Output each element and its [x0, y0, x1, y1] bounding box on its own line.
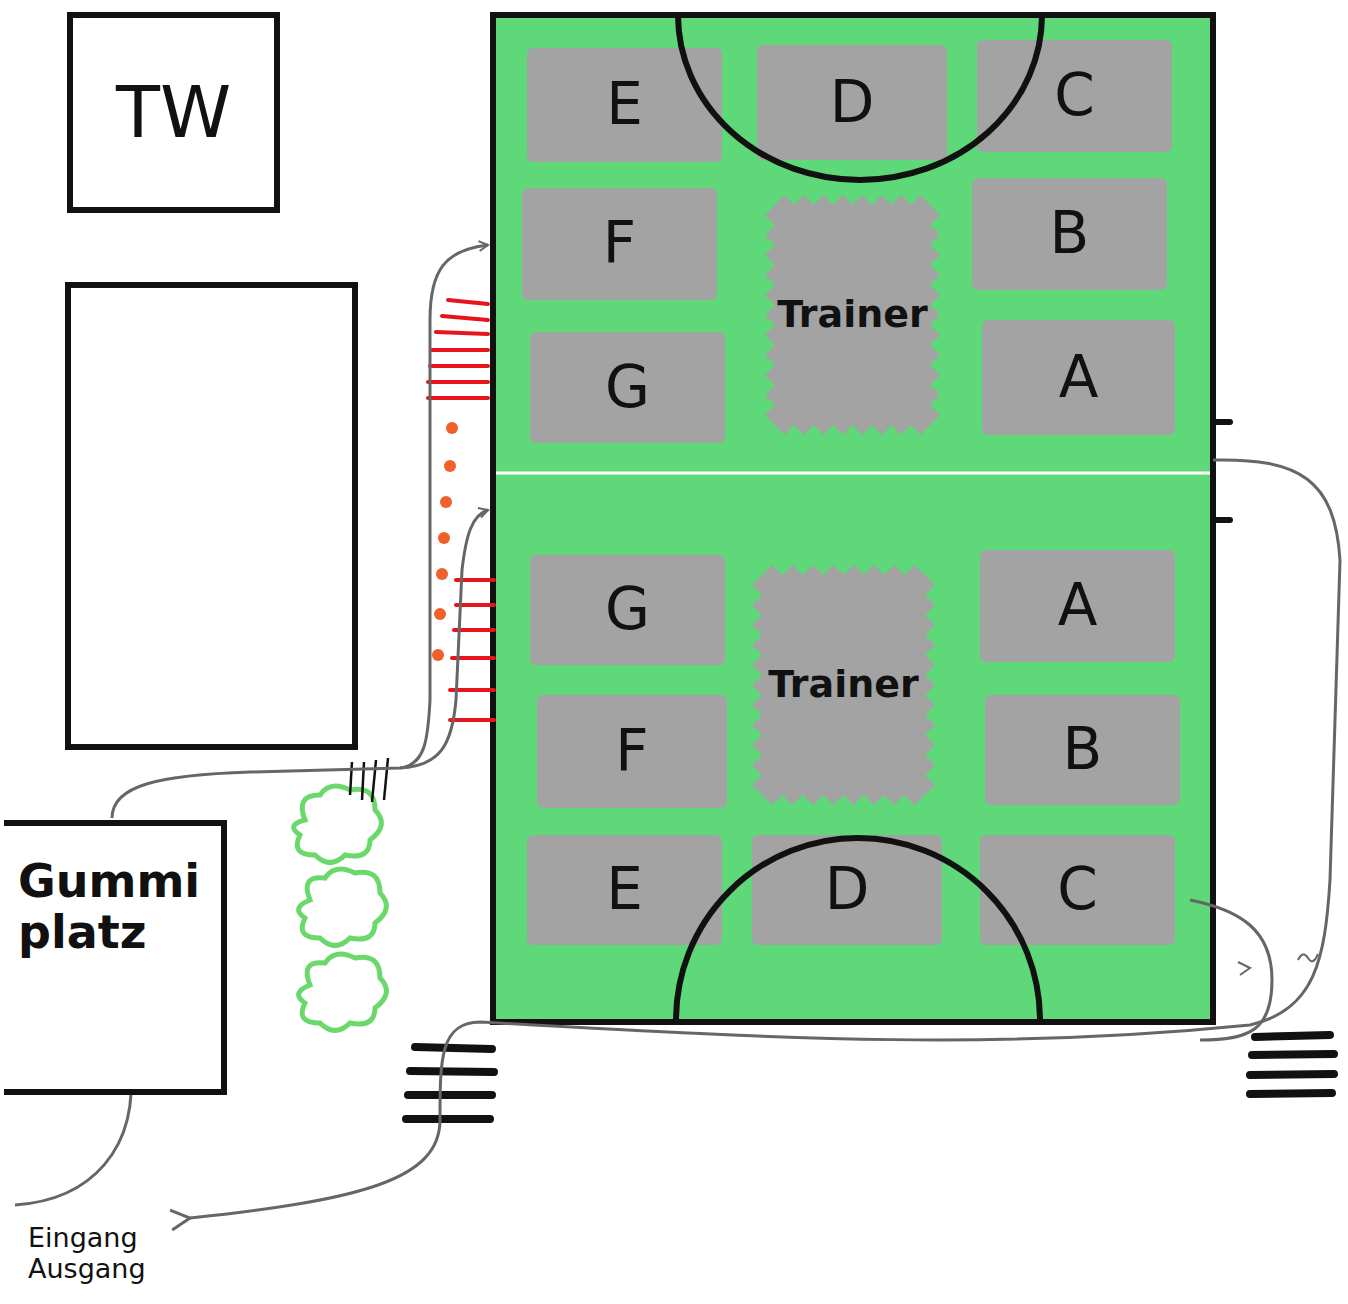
zone-box: B	[985, 695, 1180, 805]
goalkeeper-box: TW	[67, 12, 280, 213]
zone-letter: E	[606, 73, 643, 137]
building	[68, 285, 355, 747]
zone-letter: B	[1050, 202, 1090, 266]
entrance-note: Eingang Ausgang	[28, 1222, 178, 1284]
zone-box: D	[752, 835, 942, 945]
zone-box: F	[522, 188, 717, 300]
box-label: TW	[116, 73, 231, 152]
zone-letter: F	[615, 720, 648, 784]
halfway-line	[496, 472, 1210, 475]
trainer-label: Trainer	[768, 664, 919, 706]
zone-box: C	[977, 40, 1172, 152]
rubber-pitch-box: Gummi platz	[4, 820, 227, 1095]
box-label: Gummi platz	[18, 856, 203, 957]
zone-letter: G	[605, 578, 650, 642]
zone-box: A	[982, 320, 1175, 435]
trainer-area: Trainer	[752, 565, 935, 805]
zone-letter: F	[603, 212, 636, 276]
zone-letter: D	[825, 858, 870, 922]
small-marks	[1238, 954, 1318, 975]
zone-box: E	[527, 835, 722, 945]
zone-letter: C	[1054, 64, 1095, 128]
zone-letter: B	[1063, 718, 1103, 782]
zone-letter: G	[605, 356, 650, 420]
zone-box: E	[527, 48, 722, 162]
zone-letter: C	[1057, 858, 1098, 922]
gate-ticks	[1215, 422, 1230, 520]
stairs	[406, 1035, 1334, 1119]
zone-box: F	[537, 695, 727, 808]
gate-marks	[350, 758, 388, 802]
zone-box: D	[757, 45, 947, 160]
zone-letter: D	[830, 71, 875, 135]
zone-box: A	[980, 550, 1175, 662]
trainer-label: Trainer	[777, 294, 928, 336]
zone-box: C	[980, 835, 1175, 945]
trainer-shape	[765, 195, 940, 435]
zone-box: G	[530, 555, 725, 665]
bushes	[294, 786, 387, 1031]
zone-box: B	[972, 178, 1167, 290]
trainer-area: Trainer	[765, 195, 940, 435]
zone-letter: A	[1059, 346, 1099, 410]
zone-letter: E	[606, 858, 643, 922]
pitch	[493, 15, 1213, 1022]
zone-letter: A	[1058, 574, 1098, 638]
trainer-shape	[752, 565, 935, 805]
dot-line	[432, 422, 458, 661]
zone-box: G	[530, 332, 725, 443]
